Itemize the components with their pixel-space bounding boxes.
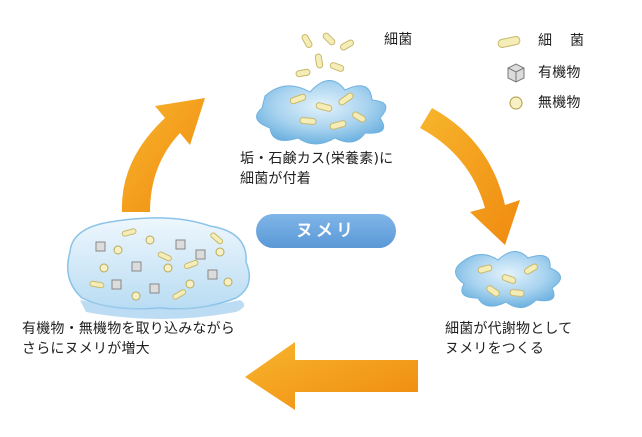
top-caption-line2: 細菌が付着 xyxy=(240,171,311,187)
legend-organic-symbol xyxy=(507,63,525,83)
legend-bacteria-symbol xyxy=(497,36,521,48)
legend-inorganic-symbol xyxy=(509,96,523,110)
top-caption-line1: 垢・石鹸カス(栄養素)に xyxy=(240,151,394,167)
legend-organic-label: 有機物 xyxy=(538,65,581,81)
left-slime-blob xyxy=(67,217,251,319)
right-slime-puddle xyxy=(455,251,561,308)
legend-inorganic-label: 無機物 xyxy=(538,95,581,111)
arrow-left-bottom xyxy=(245,342,418,410)
left-caption-line1: 有機物・無機物を取り込みながら xyxy=(22,321,235,337)
top-slime-puddle xyxy=(256,32,387,145)
arrow-up-left xyxy=(121,98,205,212)
legend-bacteria-label: 細 菌 xyxy=(538,33,586,49)
arrow-down-right xyxy=(420,108,520,245)
right-caption-line1: 細菌が代謝物として xyxy=(445,321,573,337)
center-label-pill: ヌメリ xyxy=(256,214,396,248)
right-caption-line2: ヌメリをつくる xyxy=(445,341,545,357)
left-caption-line2: さらにヌメリが増大 xyxy=(22,341,150,357)
top-bacteria-label: 細菌 xyxy=(384,32,413,48)
